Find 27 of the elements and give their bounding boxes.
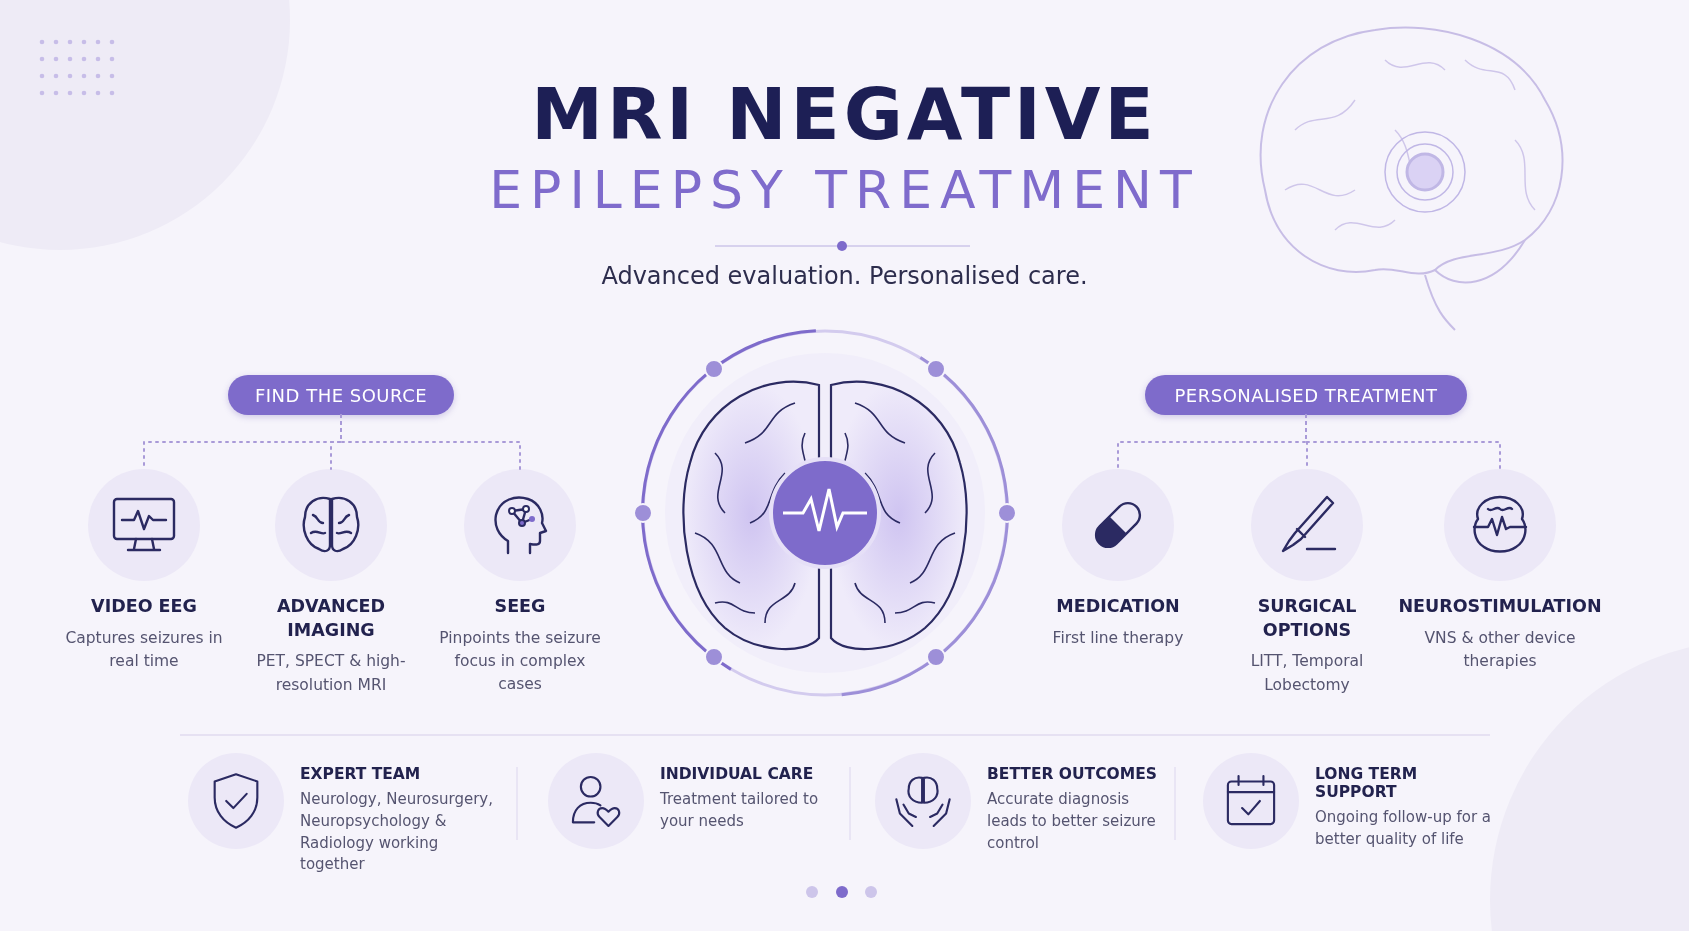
benefit-description: Accurate diagnosis leads to better seizure control (987, 789, 1157, 854)
feature-title: NEUROSTIMULATION (1398, 595, 1602, 618)
benefit-description: Treatment tailored to your needs (660, 789, 820, 832)
feature-description: VNS & other device therapies (1423, 627, 1577, 672)
feature-description: PET, SPECT & high-resolution MRI (255, 651, 407, 696)
feature-description: LITT, Temporal Lobectomy (1249, 651, 1365, 696)
feature-title: SURGICAL OPTIONS (1256, 595, 1358, 642)
benefit-title: LONG TERM SUPPORT (1315, 765, 1419, 801)
tagline: Advanced evaluation. Personalised care. (600, 262, 1089, 290)
feature-title: ADVANCED IMAGING (276, 595, 386, 642)
feature-description: Pinpoints the seizure focus in complex cases (438, 627, 602, 696)
feature-title: SEEG (494, 595, 546, 618)
benefit-title: INDIVIDUAL CARE (660, 765, 815, 783)
benefit-title: BETTER OUTCOMES (987, 765, 1157, 783)
benefit-description: Ongoing follow-up for a better quality of life (1315, 807, 1492, 850)
section-heading-pill: PERSONALISED TREATMENT (1145, 375, 1467, 415)
subtitle: EPILEPSY TREATMENT (488, 160, 1201, 220)
section-heading-pill: FIND THE SOURCE (228, 375, 454, 415)
dotted-connector (340, 414, 521, 470)
title: MRI NEGATIVE (530, 71, 1159, 158)
feature-description: Captures seizures in real time (64, 627, 224, 672)
feature-description: First line therapy (1052, 627, 1184, 649)
feature-title: VIDEO EEG (91, 595, 197, 618)
dotted-connector (1305, 414, 1501, 470)
benefit-title: EXPERT TEAM (300, 765, 422, 783)
feature-title: MEDICATION (1056, 595, 1180, 618)
benefit-description: Neurology, Neurosurgery, Neuropsychology & Radiology working together (300, 789, 494, 876)
